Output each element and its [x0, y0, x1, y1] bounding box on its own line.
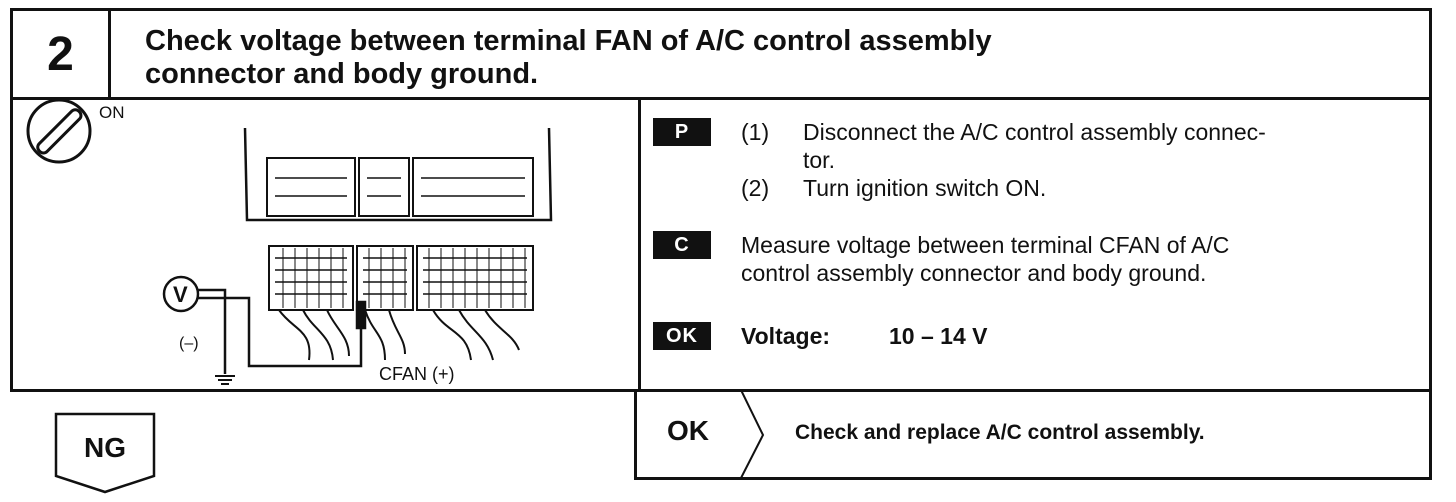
check-line2: control assembly connector and body grou… [741, 260, 1207, 286]
content-divider [638, 98, 641, 389]
prep-step1-number: (1) [741, 119, 770, 145]
prep-tag: P [653, 118, 711, 146]
ng-label: NG [84, 432, 126, 463]
prep-step2-number: (2) [741, 175, 770, 201]
prep-step1-line2: tor. [803, 147, 835, 173]
connector-diagram: ON [26, 98, 553, 385]
ok-label: OK [667, 415, 709, 446]
terminal-cfan-label: CFAN (+) [379, 364, 455, 384]
ignition-switch-icon [26, 98, 92, 164]
ok-criteria-label: Voltage: [741, 323, 831, 349]
check-tag: C [653, 231, 711, 259]
ok-arrow-chevron [740, 390, 765, 479]
ng-arrow-shape [54, 412, 156, 494]
step-title-line1: Check voltage between terminal FAN of A/… [145, 25, 992, 57]
ok-criteria-value: 10 – 14 V [889, 323, 988, 349]
negative-probe-label: (–) [179, 335, 199, 352]
ng-outcome: NG [54, 412, 156, 494]
voltmeter-label: V [173, 282, 188, 307]
step-number: 2 [13, 11, 111, 97]
ignition-on-label: ON [99, 103, 125, 122]
ecu-housing [243, 127, 553, 222]
harness-connectors [268, 245, 534, 361]
probe-leads [198, 288, 367, 374]
prep-step1-line1: Disconnect the A/C control assembly conn… [803, 119, 1266, 145]
ground-symbol-icon [215, 375, 235, 385]
check-line1: Measure voltage between terminal CFAN of… [741, 232, 1230, 258]
step-header: 2 Check voltage between terminal FAN of … [10, 8, 1432, 100]
step-title: Check voltage between terminal FAN of A/… [145, 25, 1385, 91]
step-content: ON [10, 98, 1432, 392]
step-title-line2: connector and body ground. [145, 58, 539, 90]
prep-step2-text: Turn ignition switch ON. [803, 175, 1047, 201]
ok-action-text: Check and replace A/C control assembly. [795, 421, 1205, 444]
voltmeter-icon [162, 275, 200, 313]
ok-outcome: OK Check and replace A/C control assembl… [634, 390, 1432, 480]
ok-criteria-tag: OK [653, 322, 711, 350]
